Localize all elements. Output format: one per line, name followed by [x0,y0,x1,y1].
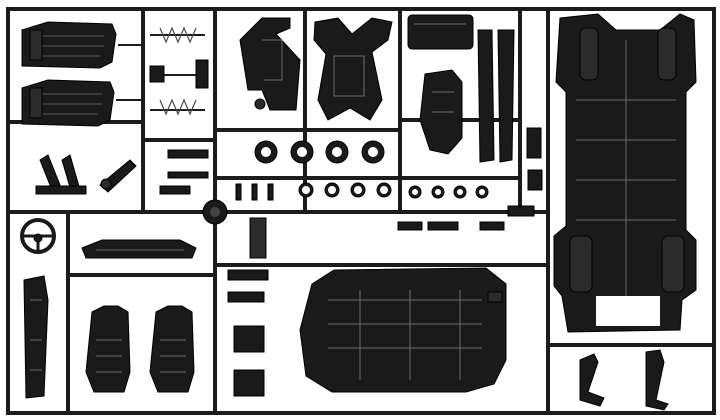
tire-row-large [254,140,385,164]
sprue-hub [202,199,228,225]
door-panel-upper [21,21,143,69]
steering-wheel [20,218,56,254]
door-panel-lower [21,79,143,127]
small-blocks [227,217,269,397]
seat-left [85,305,131,393]
pedal-parts [579,349,669,411]
ring-row-small [408,185,489,199]
small-pins [235,169,543,231]
seat-back-panel [419,69,463,155]
shock-spring-parts [149,26,209,195]
chassis-floor-pan [553,13,697,333]
ring-row-medium [298,182,392,198]
interior-tub [299,267,507,393]
dashboard [81,239,197,259]
long-strips [477,29,542,163]
seat-right [149,305,195,393]
rear-subframe [313,17,393,121]
front-subframe [239,17,301,111]
suspension-arms-left [35,154,137,195]
bumper-piece [407,14,474,50]
side-panel-strip [23,275,49,399]
